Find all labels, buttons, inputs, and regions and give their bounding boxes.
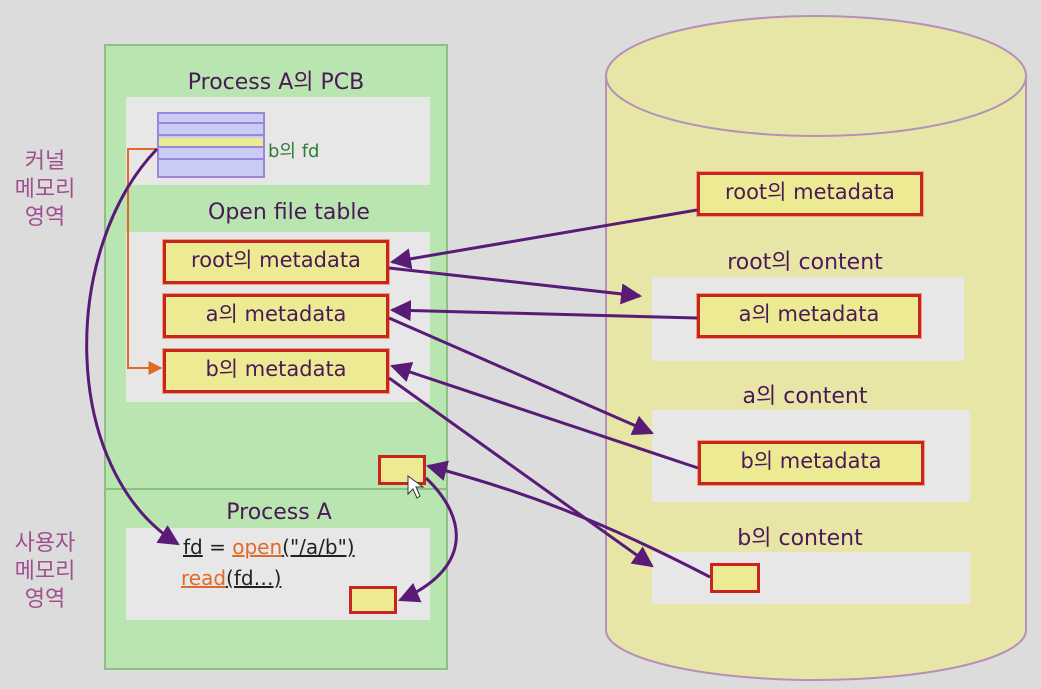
fd-row bbox=[159, 150, 263, 160]
fd-table bbox=[157, 112, 265, 178]
code-line-open: fd = open("/a/b") bbox=[183, 535, 355, 559]
user-buffer bbox=[349, 586, 397, 614]
oft-b-metadata: b의 metadata bbox=[163, 349, 389, 393]
fd-row-b bbox=[159, 138, 263, 148]
disk-b-data-block bbox=[710, 563, 760, 593]
code-read-arg: (fd…) bbox=[226, 566, 282, 590]
oft-root-metadata: root의 metadata bbox=[163, 240, 389, 284]
fd-row bbox=[159, 126, 263, 136]
code-read-fn: read bbox=[181, 566, 227, 590]
cylinder-body bbox=[605, 75, 1027, 681]
cylinder-top bbox=[605, 15, 1027, 137]
open-file-table-title: Open file table bbox=[208, 200, 370, 225]
fd-row bbox=[159, 114, 263, 124]
b-content-area bbox=[652, 552, 970, 604]
code-equals: = bbox=[202, 535, 233, 559]
code-open-arg: ("/a/b") bbox=[282, 535, 355, 559]
kernel-memory-label: 커널 메모리 영역 bbox=[14, 149, 76, 230]
code-line-read: read(fd…) bbox=[181, 566, 281, 590]
fd-label: b의 fd bbox=[268, 141, 320, 162]
oft-a-metadata: a의 metadata bbox=[163, 294, 389, 338]
code-open-fn: open bbox=[232, 535, 283, 559]
pcb-title: Process A의 PCB bbox=[187, 70, 365, 95]
a-content-label: a의 content bbox=[742, 384, 868, 409]
process-a-title: Process A bbox=[226, 500, 332, 525]
code-fd-var: fd bbox=[183, 535, 203, 559]
disk-b-metadata: b의 metadata bbox=[698, 441, 924, 485]
disk-root-metadata: root의 metadata bbox=[697, 172, 923, 216]
user-memory-label: 사용자 메모리 영역 bbox=[14, 531, 76, 612]
b-content-label: b의 content bbox=[737, 526, 863, 551]
root-content-label: root의 content bbox=[727, 250, 883, 275]
disk-a-metadata: a의 metadata bbox=[697, 294, 921, 338]
